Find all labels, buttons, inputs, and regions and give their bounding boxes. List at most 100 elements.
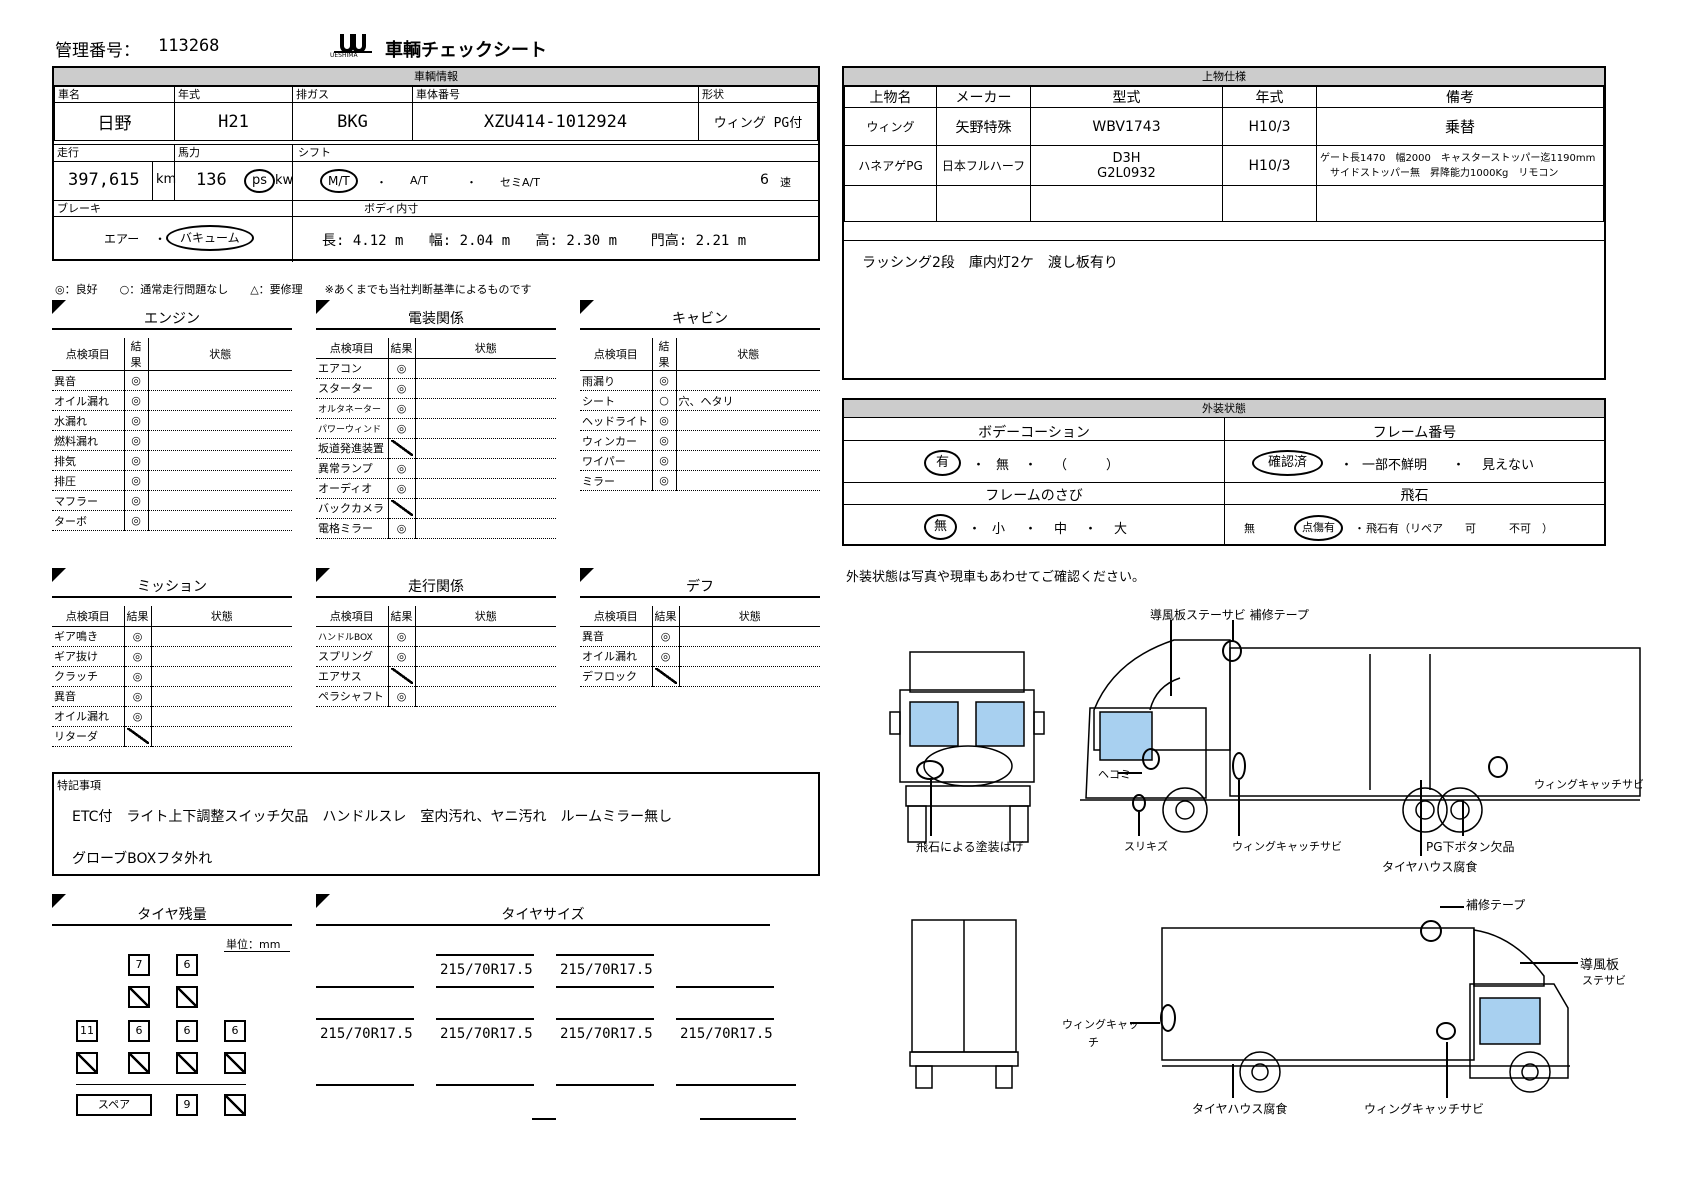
table-row: 異音 ◎ [580, 626, 820, 647]
leader-line [1238, 780, 1240, 836]
check-state [415, 686, 556, 707]
vehicle-emission: BKG [292, 102, 413, 141]
check-state [148, 470, 292, 491]
check-result: ◎ [132, 689, 143, 703]
check-state [679, 646, 820, 667]
check-result: ◎ [660, 629, 671, 643]
stone-chip-selected: 点傷有 [1294, 515, 1343, 541]
vehicle-name: 日野 [54, 102, 175, 141]
check-item: デフロック [580, 666, 652, 687]
check-state [676, 370, 820, 391]
mission-title: ミッション [52, 576, 292, 598]
annotation-b4: ウィングキャッ [1062, 1018, 1139, 1031]
check-item: エアコン [316, 358, 388, 379]
table-row: ワイパー◎ [580, 450, 820, 471]
check-result: ◎ [131, 454, 141, 467]
check-result: ◎ [132, 709, 143, 723]
check-state [415, 378, 556, 399]
vehicle-chassis: XZU414-1012924 [412, 102, 699, 141]
damage-circle [1222, 640, 1242, 662]
tire-slash [224, 1052, 246, 1074]
check-result: ◎ [396, 629, 407, 643]
table-row: マフラー◎ [52, 490, 292, 511]
leader-line [1420, 780, 1422, 856]
annotation-7: PG下ボタン欠品 [1426, 840, 1515, 854]
check-item: ターボ [52, 510, 124, 531]
check-item: 異音 [580, 626, 652, 647]
check-state [676, 430, 820, 451]
upper-r2-name: ハネアゲPG [844, 145, 937, 186]
check-result: ◎ [396, 481, 407, 495]
upper-r2-year: H10/3 [1222, 145, 1317, 186]
check-item: シート [580, 390, 652, 411]
truck-side-view-2 [1161, 927, 1570, 1093]
tire-size-rear-2: 215/70R17.5 [440, 1026, 533, 1042]
shift-mt-selected: M/T [320, 169, 358, 193]
damage-circle [1160, 1004, 1176, 1032]
special-line1: ETC付 ライト上下調整スイッチ欠品 ハンドルスレ 室内汚れ、ヤニ汚れ ルームミ… [72, 809, 673, 825]
header-item: 点検項目 [52, 606, 124, 627]
body-coat-yes-selected: 有 [924, 450, 962, 476]
check-state [415, 478, 556, 499]
label-emission: 排ガス [292, 86, 413, 103]
check-item: 排気 [52, 450, 124, 471]
upper-header-name: 上物名 [844, 86, 937, 108]
header-item: 点検項目 [316, 338, 388, 359]
check-state [148, 370, 292, 391]
check-result: ◎ [131, 494, 141, 507]
table-row: ギア抜け◎ [52, 646, 292, 667]
check-state [415, 358, 556, 379]
check-result: ◎ [396, 521, 407, 535]
check-item: オイル漏れ [52, 706, 124, 727]
shift-semi: セミA/T [500, 176, 540, 189]
table-row: ハンドルBOX◎ [316, 626, 556, 647]
vehicle-shape: ウィング PG付 [698, 102, 818, 141]
check-result: ◎ [396, 421, 407, 435]
upper-r2-model1: D3H [1112, 150, 1141, 166]
vehicle-year: H21 [174, 102, 293, 141]
label-shape: 形状 [698, 86, 818, 103]
tire-size-rear-3: 215/70R17.5 [560, 1026, 653, 1042]
annotation-b3: ステサビ [1582, 974, 1626, 987]
upper-r1-year: H10/3 [1222, 107, 1317, 146]
check-state [415, 518, 556, 539]
header-state: 状態 [679, 606, 820, 627]
tire-rear-3: 6 [176, 1020, 198, 1042]
brake-air: エアー [104, 232, 140, 246]
table-row: バックカメラ [316, 498, 556, 519]
check-item: バックカメラ [316, 498, 388, 519]
check-result: ◎ [396, 649, 407, 663]
frame-rust-none-selected: 無 [924, 514, 958, 540]
upper-header-year: 年式 [1222, 86, 1317, 108]
check-item: リターダ [52, 726, 124, 747]
check-item: ギア鳴き [52, 626, 124, 647]
check-state [151, 666, 292, 687]
check-result: ◎ [396, 361, 407, 375]
tire-front-right: 7 [128, 954, 150, 976]
check-item: ウィンカー [580, 430, 652, 451]
annotation-1: 導風板ステーサビ 補修テープ [1150, 608, 1309, 622]
check-result: ◎ [396, 689, 407, 703]
table-row: 排圧◎ [52, 470, 292, 491]
check-state [148, 410, 292, 431]
tire-slash [128, 986, 150, 1008]
mgmt-label: 管理番号： [55, 41, 140, 61]
frame-no-partial: 一部不鮮明 [1362, 458, 1428, 473]
dim-height-label: 高: [535, 233, 558, 249]
table-row: オイル漏れ ◎ [52, 706, 292, 727]
check-state [415, 626, 556, 647]
check-item: エアサス [316, 666, 388, 687]
tire-slash [176, 986, 198, 1008]
check-item: 電格ミラー [316, 518, 388, 539]
header-item: 点検項目 [580, 606, 652, 627]
check-state [415, 498, 556, 519]
dot: ・ [154, 232, 167, 246]
unit-kw: kw [275, 173, 294, 188]
table-row: ギア鳴き◎ [52, 626, 292, 647]
check-result: ◎ [396, 381, 407, 395]
stone-label: 飛石 [1400, 488, 1429, 504]
tire-size-front-2: 215/70R17.5 [560, 962, 653, 978]
check-result: ◎ [660, 649, 671, 663]
upper-header-model: 型式 [1030, 86, 1223, 108]
label-body-inner: ボディ内寸 [364, 202, 419, 215]
